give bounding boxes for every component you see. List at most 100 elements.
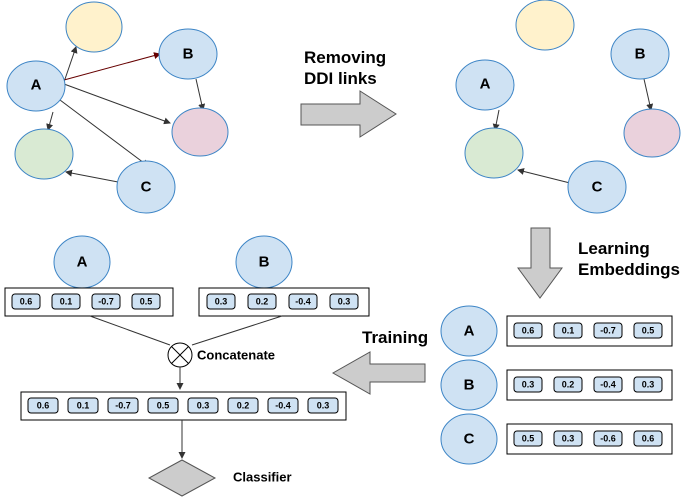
node-yellow-after [515,0,575,51]
vector-cell [27,397,59,414]
edge-a-c [59,99,149,167]
vector-cell-value: 0.1 [60,297,73,307]
vector-cell-value: 0.2 [237,401,250,411]
vector-cell [553,376,583,393]
vector-cell [513,322,543,339]
vector-cell [593,430,623,447]
node-b-label: B [183,46,194,63]
vector-cell-value: 0.3 [197,401,210,411]
vector-cell-value: 0.3 [317,401,330,411]
embedding-node-a [440,305,498,357]
vector-cell-value: -0.4 [295,297,311,307]
vector-cell [67,397,99,414]
embedding-node-c-label: C [464,431,475,448]
classifier-label: Classifier [233,470,292,485]
node-b [158,28,218,80]
vector-cell-value: 0.1 [562,326,575,336]
vector-cell-value: -0.4 [600,380,616,390]
node-a [6,60,66,112]
vector-cell [513,376,543,393]
vector-cell-value: 0.5 [642,326,655,336]
vector-cell [187,397,219,414]
vector-cell [147,397,179,414]
pair-node-b-label: B [259,254,270,271]
vector-cell-value: 0.5 [140,297,153,307]
edge-a-pink [63,83,171,125]
vector-cell [267,397,299,414]
node-c-after [567,160,627,214]
vector-cell [288,293,318,310]
vector-cell-value: 0.1 [77,401,90,411]
edge-a-b [63,52,161,81]
classifier-diamond [147,459,217,497]
edge-pair-a-concat [89,315,171,346]
vector-cell [633,430,663,447]
step-learning-line2: Embeddings [578,260,681,279]
vector-cell-value: 0.2 [562,380,575,390]
vector-cell-value: 0.6 [20,297,33,307]
vector-cell [593,376,623,393]
node-b-after-label: B [635,46,646,63]
node-green [14,128,74,180]
node-yellow [65,1,123,53]
vector-cell-value: 0.3 [522,380,535,390]
node-c-label: C [141,179,152,196]
edge-a-green [46,111,54,131]
step-learning-line1: Learning [578,239,650,258]
vector-cell-value: 0.5 [157,401,170,411]
node-pink [171,107,229,157]
vector-cell-value: 0.2 [256,297,269,307]
vector-cell-value: 0.3 [562,434,575,444]
vector-cell [593,322,623,339]
edge-c-green [65,169,119,183]
arrow-learning [517,227,563,299]
vector-cell [247,293,277,310]
arrow-removing [300,90,397,138]
vector-cell [51,293,81,310]
node-green-after [464,127,524,179]
embedding-node-c [440,413,498,465]
vector-cell [329,293,359,310]
vector-cell-value: 0.6 [522,326,535,336]
vector-cell [91,293,121,310]
pair-b-cells: 0.3 0.2 -0.4 0.3 [206,293,359,310]
edge-a-green-after [492,109,500,131]
pair-node-a-label: A [77,254,88,271]
vector-cell-value: 0.3 [215,297,228,307]
vector-cell-value: 0.6 [37,401,50,411]
node-a-after [455,59,515,111]
edge-pair-b-concat [191,315,283,346]
vector-cell [307,397,339,414]
vector-cell-value: -0.4 [275,401,291,411]
step-removing-label: Removing DDI links [304,47,386,89]
vector-cell-value: -0.7 [98,297,114,307]
vector-cell [227,397,259,414]
step-training-label: Training [362,328,429,347]
embedding-node-b-label: B [464,377,475,394]
vector-cell-value: 0.5 [522,434,535,444]
vector-cell [633,376,663,393]
concat-operator-icon [167,342,193,368]
vector-cell-value: 0.3 [338,297,351,307]
step-removing-line2: DDI links [304,69,377,88]
embedding-node-a-label: A [464,323,475,340]
node-b-after [610,28,670,80]
step-removing-line1: Removing [304,48,387,67]
vector-cell [633,322,663,339]
arrow-training [331,351,426,395]
vector-cell-value: 0.3 [642,380,655,390]
pair-a-cells: 0.6 0.1 -0.7 0.5 [11,293,161,310]
step-learning-label: Learning Embeddings [578,238,680,280]
node-a-label: A [31,77,42,94]
vector-cell [553,430,583,447]
vector-cell [107,397,139,414]
node-c [116,160,176,214]
edge-b-pink-after [643,78,654,111]
embedding-node-b [440,359,498,411]
